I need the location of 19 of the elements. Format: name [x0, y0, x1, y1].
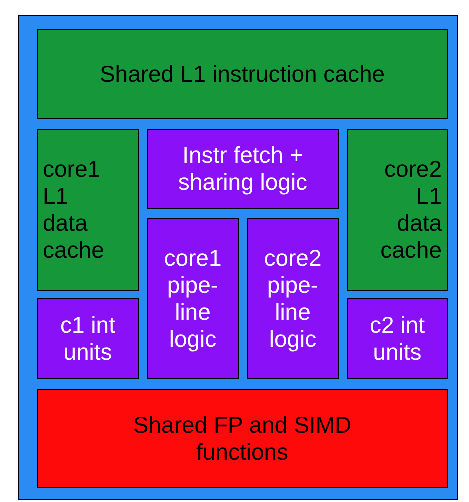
logic-block: [37, 298, 139, 379]
block-label: c1 int units: [60, 312, 116, 366]
block-label: c2 int units: [369, 312, 426, 366]
logic-block: [147, 129, 339, 209]
chip-area: [18, 15, 458, 500]
block-label: core2 L1 data cache: [380, 156, 443, 264]
block-label: core1 L1 data cache: [42, 156, 106, 264]
block-label: core2 pipe-line logic: [263, 244, 323, 352]
function-block: [37, 389, 448, 488]
block-label: Shared L1 instruction cache: [98, 60, 386, 88]
block-label: Shared FP and SIMD functions: [132, 412, 353, 466]
logic-block: [347, 298, 448, 379]
cache-block: [347, 129, 448, 291]
cache-block: [37, 129, 139, 291]
logic-block: [147, 218, 239, 379]
cache-block: [37, 29, 448, 119]
block-label: Instr fetch + sharing logic: [177, 142, 309, 196]
block-label: core1 pipe-line logic: [163, 244, 223, 352]
logic-block: [247, 218, 339, 379]
